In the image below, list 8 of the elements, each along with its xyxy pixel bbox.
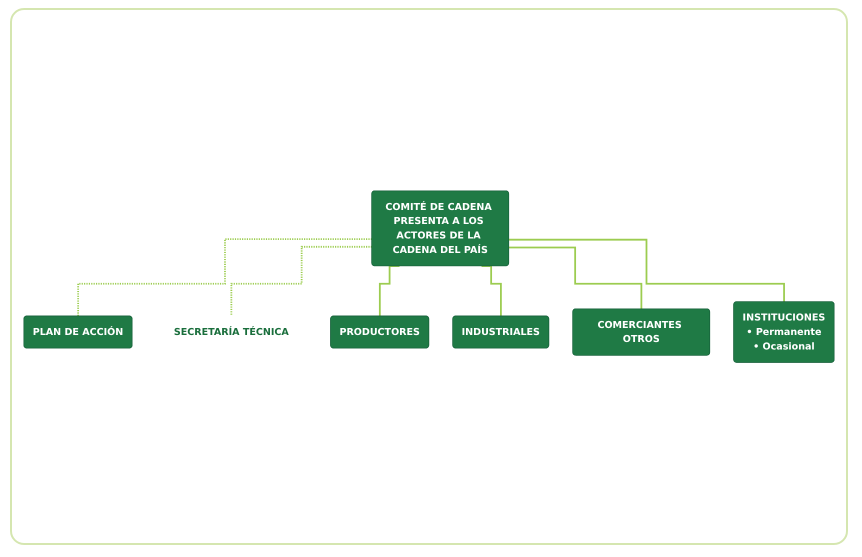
- page-frame: COMITÉ DE CADENA PRESENTA A LOS ACTORES DE LA CADENA DEL PAÍS PLAN DE ACCIÓN SECRETARÍA TÉCNICA PRODUCTORES INDUSTRIALES COMERCIANTES OTROS INSTITUCIONES • Permanente • Ocasional: [10, 8, 848, 545]
- connector: [509, 238, 786, 303]
- node-text: SECRETARÍA TÉCNICA: [174, 326, 289, 338]
- connector: [77, 238, 372, 318]
- connector: [482, 265, 502, 318]
- connector: [378, 265, 400, 318]
- connector: [230, 246, 372, 317]
- connector: [509, 246, 642, 310]
